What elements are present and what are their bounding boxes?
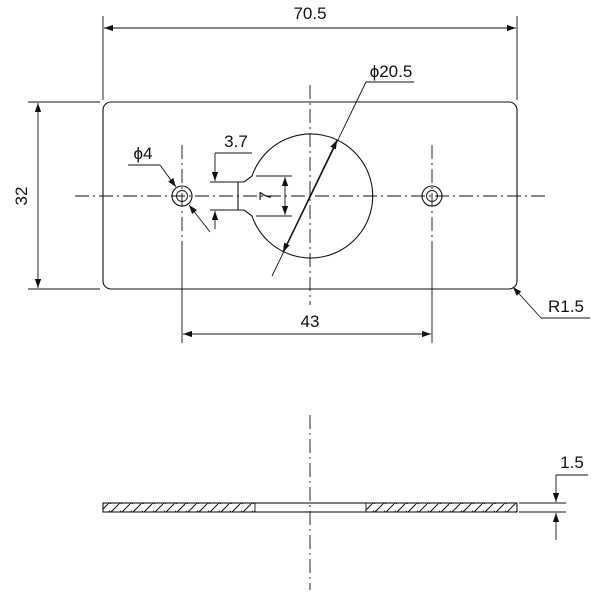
dimension-hole-spacing: 43 [181, 250, 433, 343]
center-hole-diameter-label: ϕ20.5 [370, 62, 413, 81]
dimension-corner-radius: R1.5 [512, 286, 590, 319]
thickness-label: 1.5 [560, 453, 584, 472]
hole-spacing-label: 43 [301, 312, 320, 331]
dimension-overall-width: 70.5 [102, 4, 518, 100]
notch-height-label: 7 [256, 191, 275, 200]
side-view: 1.5 [102, 415, 588, 590]
side-hatch-left [103, 503, 255, 512]
corner-radius-label: R1.5 [548, 297, 584, 316]
left-mount-hole [171, 185, 193, 207]
mount-hole-diameter-label: ϕ4 [134, 144, 153, 163]
dimension-thickness: 1.5 [519, 453, 588, 540]
overall-height-label: 32 [12, 187, 31, 206]
overall-width-label: 70.5 [293, 4, 326, 23]
dimension-overall-height: 32 [12, 101, 100, 290]
top-view: 70.5 32 43 ϕ20.5 ϕ4 [12, 4, 590, 343]
center-hole-with-notch [237, 133, 374, 259]
side-hatch-right [366, 503, 517, 512]
dimension-mount-hole-diameter: ϕ4 [128, 144, 211, 233]
dimension-notch-width: 3.7 [210, 132, 252, 229]
dimension-notch-height: 7 [256, 175, 292, 217]
dimension-center-hole-diameter: ϕ20.5 [271, 62, 414, 277]
notch-width-label: 3.7 [224, 132, 248, 151]
right-mount-hole [421, 185, 443, 207]
